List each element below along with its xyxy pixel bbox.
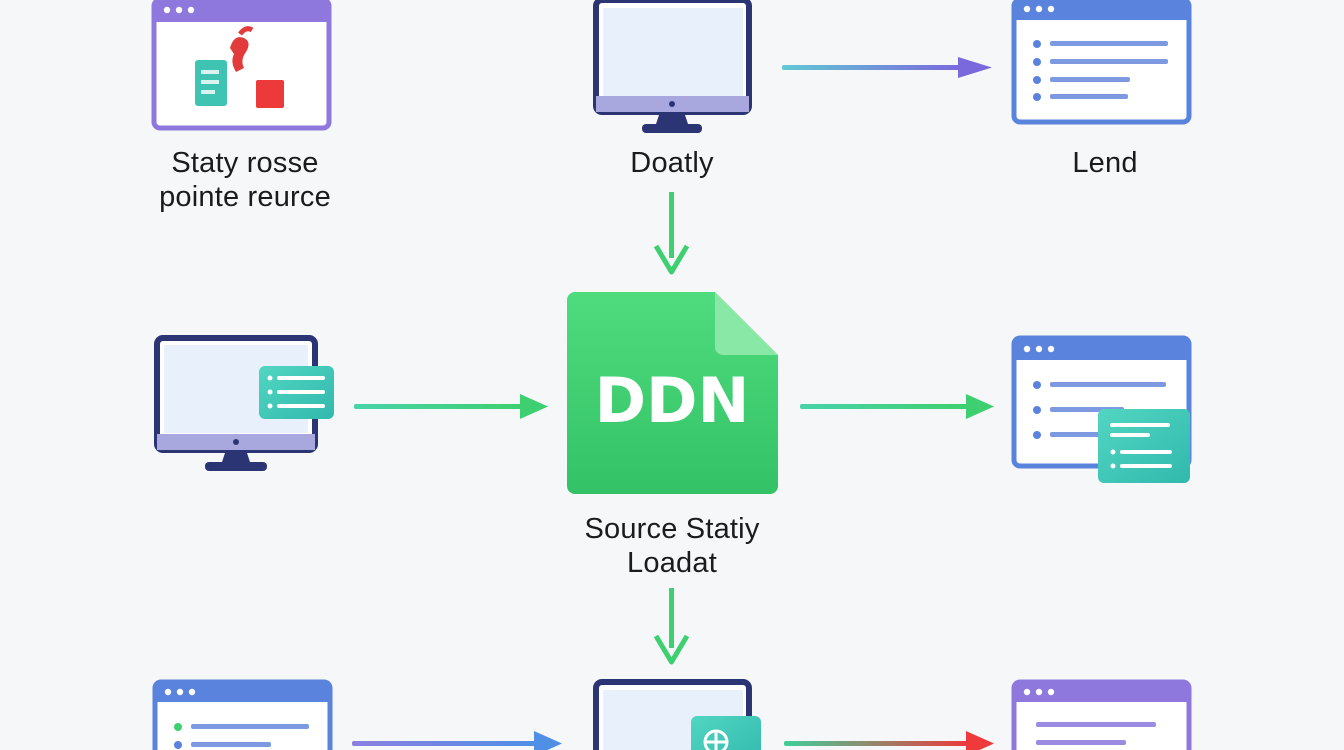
browser-window-with-card-icon [1011, 335, 1192, 483]
cdn-document-icon [567, 292, 778, 494]
label-source-static-load: Source Statiy Loadat [584, 513, 760, 579]
browser-window-list-icon [1011, 0, 1192, 125]
label-end: Lend [1072, 147, 1138, 179]
browser-window-puzzle-icon [151, 0, 332, 131]
arrow-bottom-left-to-center [352, 731, 562, 750]
arrow-top-center-to-right [782, 57, 992, 78]
arrow-down-to-bottom [653, 588, 690, 665]
monitor-with-chat-card-icon [154, 335, 334, 471]
arrow-bottom-center-to-right [784, 731, 994, 750]
arrow-down-to-cdn [653, 192, 690, 275]
browser-window-icon [1011, 679, 1192, 750]
label-origin: Doatly [630, 147, 714, 179]
label-static-resource: Staty rosse pointe reurce [159, 147, 331, 213]
arrow-mid-left-to-cdn [354, 394, 548, 419]
cdn-label: DDN [595, 364, 750, 437]
arrow-cdn-to-mid-right [800, 394, 994, 419]
browser-window-list-icon [152, 679, 333, 750]
monitor-with-globe-badge-icon [593, 679, 761, 750]
desktop-monitor-icon [593, 0, 752, 133]
